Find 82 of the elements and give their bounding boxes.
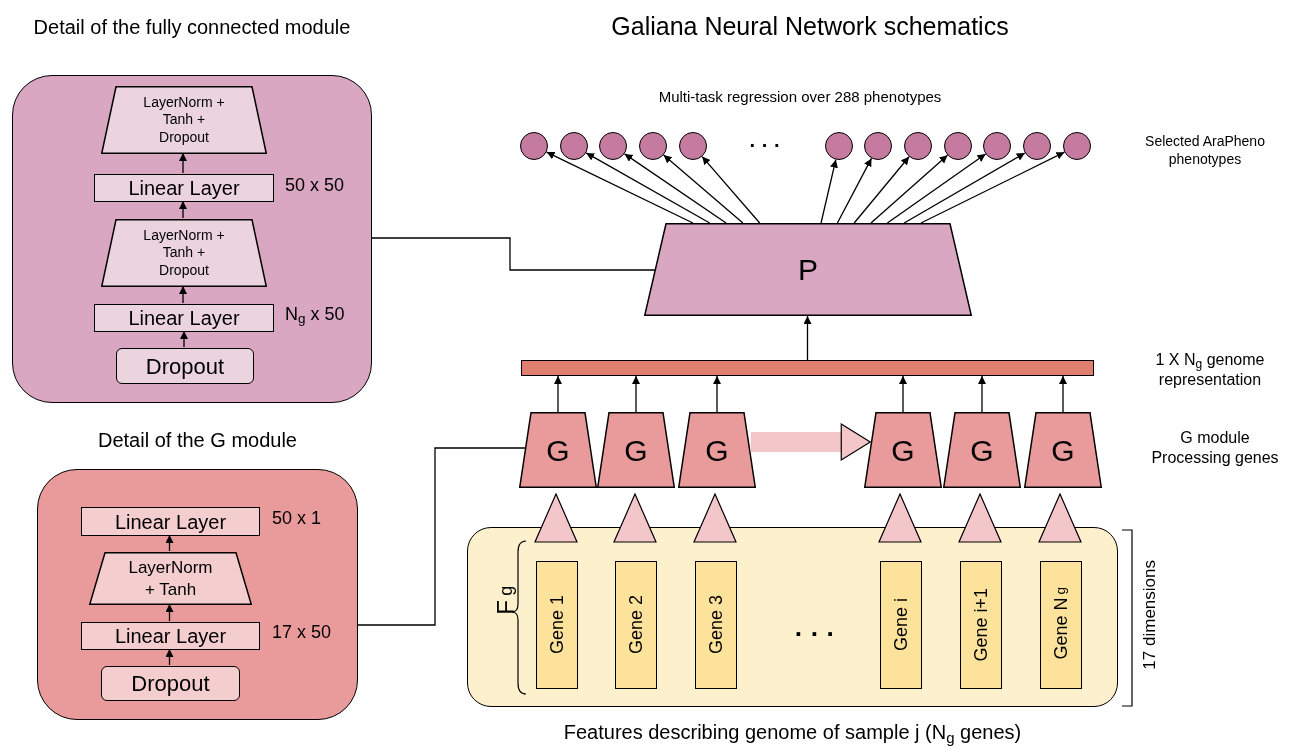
- arrow: [165, 534, 174, 552]
- dimension-label: 50 x 1: [272, 507, 323, 530]
- g-module-trapezoid: [597, 412, 675, 488]
- panel-heading: Features describing genome of sample j (N$_{g}$ genes): [562, 720, 1023, 745]
- triangle-shape: [613, 493, 657, 543]
- layer-trapezoid: [89, 552, 252, 605]
- arrow: [179, 285, 187, 304]
- arrow: [179, 152, 187, 174]
- arrow: [853, 156, 910, 224]
- annotation-text: Multi-task regression over 288 phenotypes: [657, 87, 943, 107]
- block-label: LayerNorm + Tanh + Dropout: [142, 93, 226, 147]
- block-label: G: [705, 432, 729, 469]
- arrow: [554, 375, 562, 413]
- arrow: [836, 157, 873, 224]
- ellipsis-mark: · · ·: [748, 133, 782, 158]
- arrow: [713, 375, 721, 413]
- arrow: [978, 375, 986, 413]
- block-label: G: [624, 432, 648, 469]
- ellipsis-mark: · · ·: [793, 618, 837, 651]
- connector-line: [371, 237, 656, 271]
- block-label: G: [546, 432, 570, 469]
- arrow: [632, 375, 640, 413]
- block-label: P: [798, 252, 818, 288]
- triangle-shape: [693, 493, 737, 543]
- dimension-label: 50 x 50: [285, 174, 346, 197]
- dimension-label: 17 x 50: [272, 621, 333, 644]
- arrow: [899, 375, 907, 413]
- axis-label: 17 dimensions: [1139, 560, 1160, 670]
- block-label: LayerNorm + Tanh: [127, 557, 214, 600]
- gene-box: Gene i+1: [960, 561, 1002, 689]
- arrow: [165, 648, 174, 666]
- dropout-box: Dropout: [116, 348, 254, 384]
- annotation-text: G module Processing genes: [1150, 428, 1280, 468]
- arrow: [820, 159, 838, 224]
- arrow: [165, 603, 174, 622]
- linear-layer-box: Linear Layer: [94, 174, 274, 202]
- block-label: LayerNorm + Tanh + Dropout: [142, 226, 226, 280]
- block-label: G: [970, 432, 994, 469]
- g-module-trapezoid: [943, 412, 1021, 488]
- arrow: [903, 152, 1026, 224]
- p-module-trapezoid: [644, 223, 972, 316]
- linear-layer-box: Linear Layer: [94, 304, 274, 332]
- diagram-title: Galiana Neural Network schematics: [610, 11, 1010, 42]
- dimension-label: N$_{g}$ x 50: [285, 303, 346, 326]
- layer-trapezoid: [101, 219, 267, 287]
- arrow: [545, 151, 694, 224]
- linear-layer-box: Linear Layer: [81, 622, 260, 650]
- arrow: [179, 200, 187, 219]
- triangle-shape: [878, 493, 922, 543]
- gene-box: Gene i: [880, 561, 922, 689]
- arrow: [585, 152, 711, 224]
- block-label: G: [891, 432, 915, 469]
- arrow: [663, 154, 744, 224]
- genome-representation-bar: [521, 360, 1094, 376]
- triangle-shape: [1038, 493, 1082, 543]
- annotation-text: Selected AraPheno phenotypes: [1144, 133, 1266, 168]
- arrow: [180, 330, 188, 348]
- arrow: [803, 315, 812, 361]
- panel-heading: Detail of the G module: [97, 428, 298, 453]
- g-module-trapezoid: [864, 412, 942, 488]
- arrow: [623, 153, 727, 224]
- gene-box: Gene 3: [695, 561, 737, 689]
- arrow: [886, 153, 987, 224]
- panel-heading: Detail of the fully connected module: [32, 15, 352, 40]
- triangle-shape: [958, 493, 1002, 543]
- g-module-trapezoid: [1024, 412, 1102, 488]
- arrow: [701, 155, 761, 224]
- layer-trapezoid: [101, 86, 267, 154]
- g-module-trapezoid: [678, 412, 756, 488]
- arrow: [920, 151, 1066, 224]
- arrow: [1059, 375, 1067, 413]
- linear-layer-box: Linear Layer: [81, 507, 260, 536]
- gene-box: Gene 2: [615, 561, 657, 689]
- gene-box: Gene 1: [536, 561, 578, 689]
- block-arrow: [750, 423, 871, 461]
- dimension-label: 1 X N$_{g}$ genome representation: [1154, 350, 1266, 390]
- g-module-trapezoid: [519, 412, 597, 488]
- arrow: [870, 154, 949, 224]
- dropout-box: Dropout: [101, 666, 240, 701]
- block-label: G: [1051, 432, 1075, 469]
- triangle-shape: [534, 493, 578, 543]
- connector-line: [357, 447, 526, 626]
